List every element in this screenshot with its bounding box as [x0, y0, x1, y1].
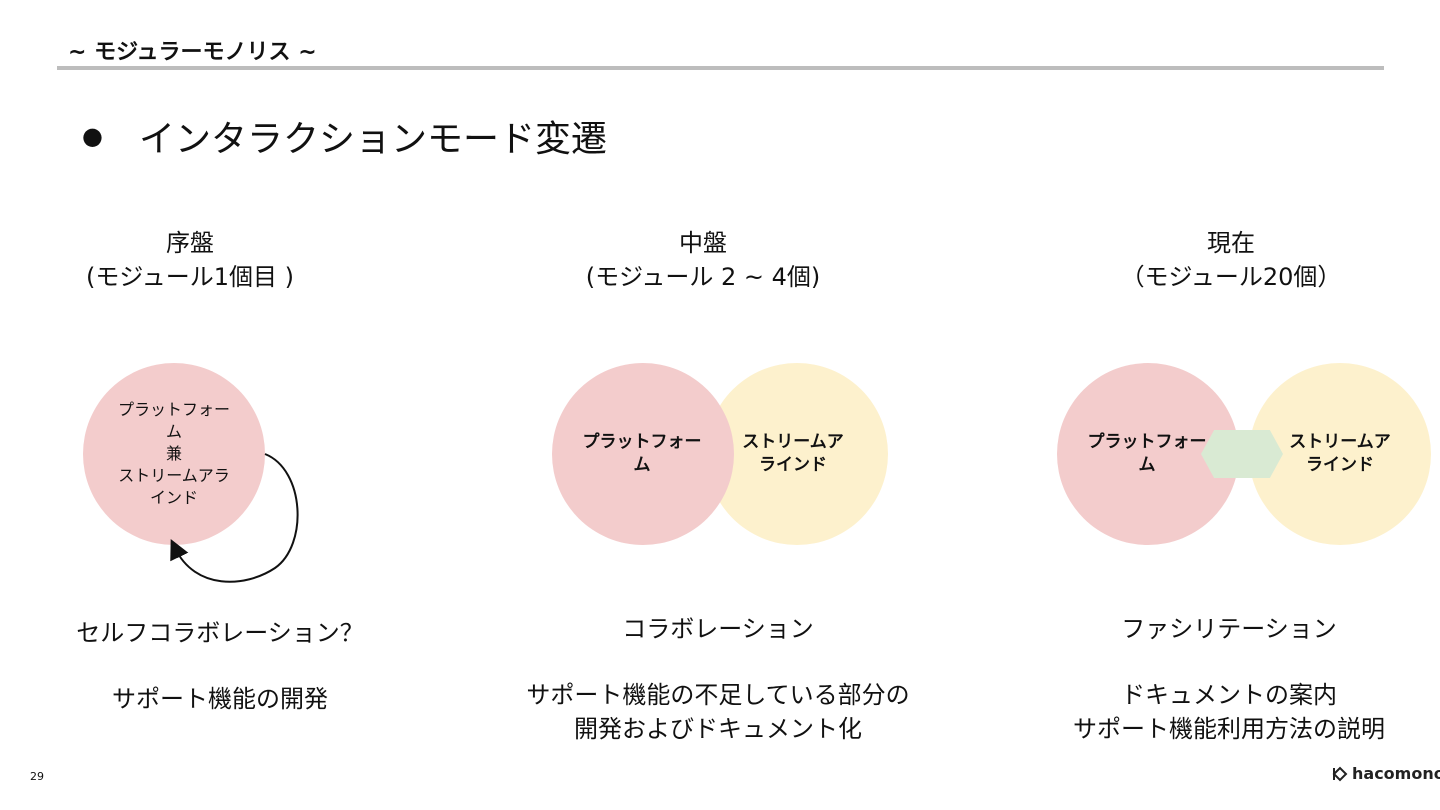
- circle-line: ラインド: [1306, 455, 1374, 475]
- circle-line: ストリームアラ: [118, 466, 230, 485]
- column-middle-heading: 中盤: [679, 229, 727, 257]
- platform-circle: プラットフォー ム: [552, 363, 734, 545]
- column-current-header: 現在 （モジュール20個）: [1081, 226, 1381, 294]
- mode-label-self-collaboration: セルフコラボレーション？: [76, 619, 364, 647]
- column-middle-header: 中盤 (モジュール 2 ~ 4個): [553, 226, 853, 294]
- header-divider: [57, 66, 1384, 70]
- circle-line: ム: [633, 455, 651, 475]
- mode-label-facilitation: ファシリテーション: [1121, 615, 1337, 643]
- description-line: サポート機能利用方法の説明: [1073, 715, 1385, 743]
- circle-line: ム: [1138, 455, 1156, 475]
- mode-description-current: ドキュメントの案内 サポート機能利用方法の説明: [1019, 678, 1439, 746]
- section-heading: ● インタラクションモード変遷: [82, 110, 607, 162]
- hacomono-logo: hacomono: [1332, 764, 1440, 783]
- page-number: 29: [30, 770, 44, 783]
- column-middle-subheading: (モジュール 2 ~ 4個): [585, 263, 821, 291]
- circle-line: インド: [149, 488, 198, 507]
- circle-line: ラインド: [759, 455, 827, 475]
- section-title: インタラクションモード変遷: [138, 119, 607, 160]
- description-line: ドキュメントの案内: [1121, 681, 1337, 709]
- bullet-icon: ●: [82, 122, 103, 150]
- description-line: サポート機能の不足している部分の: [526, 681, 910, 709]
- circle-line: ストリームア: [1289, 432, 1391, 452]
- circle-line: プラットフォー: [117, 400, 230, 419]
- circle-line: ストリームア: [742, 432, 844, 452]
- facilitation-hexagon-icon: [1201, 430, 1283, 478]
- stream-aligned-circle: ストリームア ラインド: [706, 363, 888, 545]
- mode-label-collaboration: コラボレーション: [622, 615, 814, 643]
- self-loop-arrow-icon: [170, 453, 299, 583]
- column-early-subheading: (モジュール1個目 ): [86, 263, 294, 291]
- hacomono-logo-icon: [1332, 766, 1348, 781]
- logo-text: hacomono: [1352, 764, 1440, 783]
- circle-line: プラットフォー: [1087, 432, 1207, 452]
- column-current-subheading: （モジュール20個）: [1120, 263, 1342, 291]
- column-early-heading: 序盤: [166, 229, 214, 257]
- description-line: サポート機能の開発: [112, 685, 328, 713]
- circle-line: 兼: [165, 444, 182, 463]
- description-line: 開発およびドキュメント化: [574, 715, 862, 743]
- slide-header-title: ~ モジュラーモノリス ~: [68, 40, 317, 65]
- mode-description-middle: サポート機能の不足している部分の 開発およびドキュメント化: [498, 678, 938, 746]
- platform-stream-aligned-circle: プラットフォー ム 兼 ストリームアラ インド: [83, 363, 265, 545]
- column-current-heading: 現在: [1207, 229, 1255, 257]
- circle-line: プラットフォー: [582, 432, 702, 452]
- circle-line: ム: [165, 422, 182, 441]
- mode-description-early: サポート機能の開発: [40, 682, 400, 716]
- column-early-header: 序盤 (モジュール1個目 ): [40, 226, 340, 294]
